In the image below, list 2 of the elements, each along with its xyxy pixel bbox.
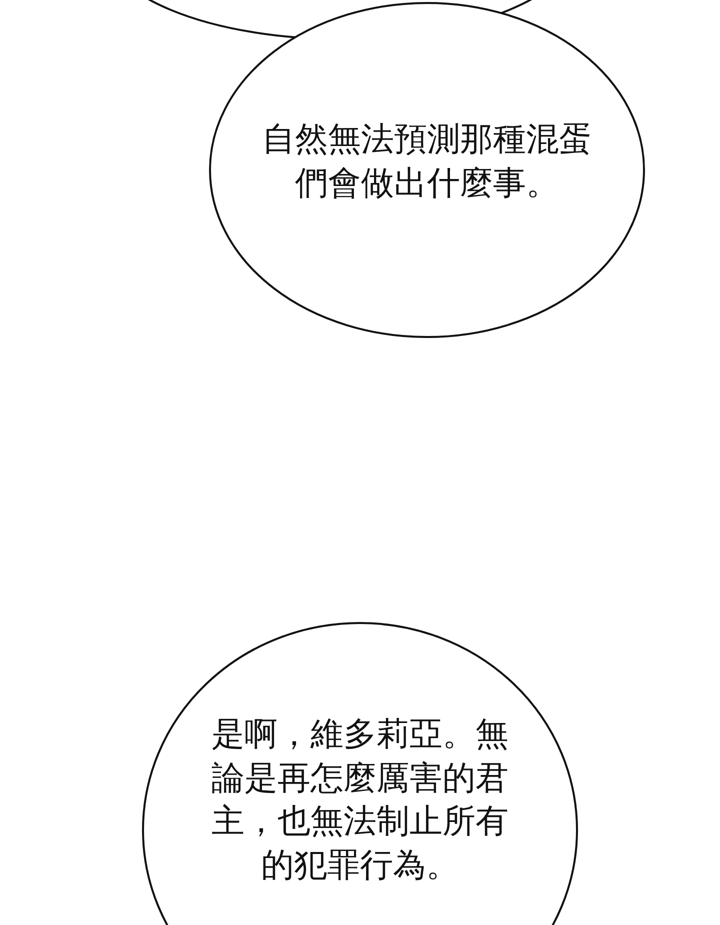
speech-text: 是啊，維多莉亞。無論是再怎麼厲害的君主，也無法制止所有的犯罪行為。: [210, 713, 510, 886]
speech-text: 自然無法預測那種混蛋們會做出什麼事。: [261, 118, 593, 204]
